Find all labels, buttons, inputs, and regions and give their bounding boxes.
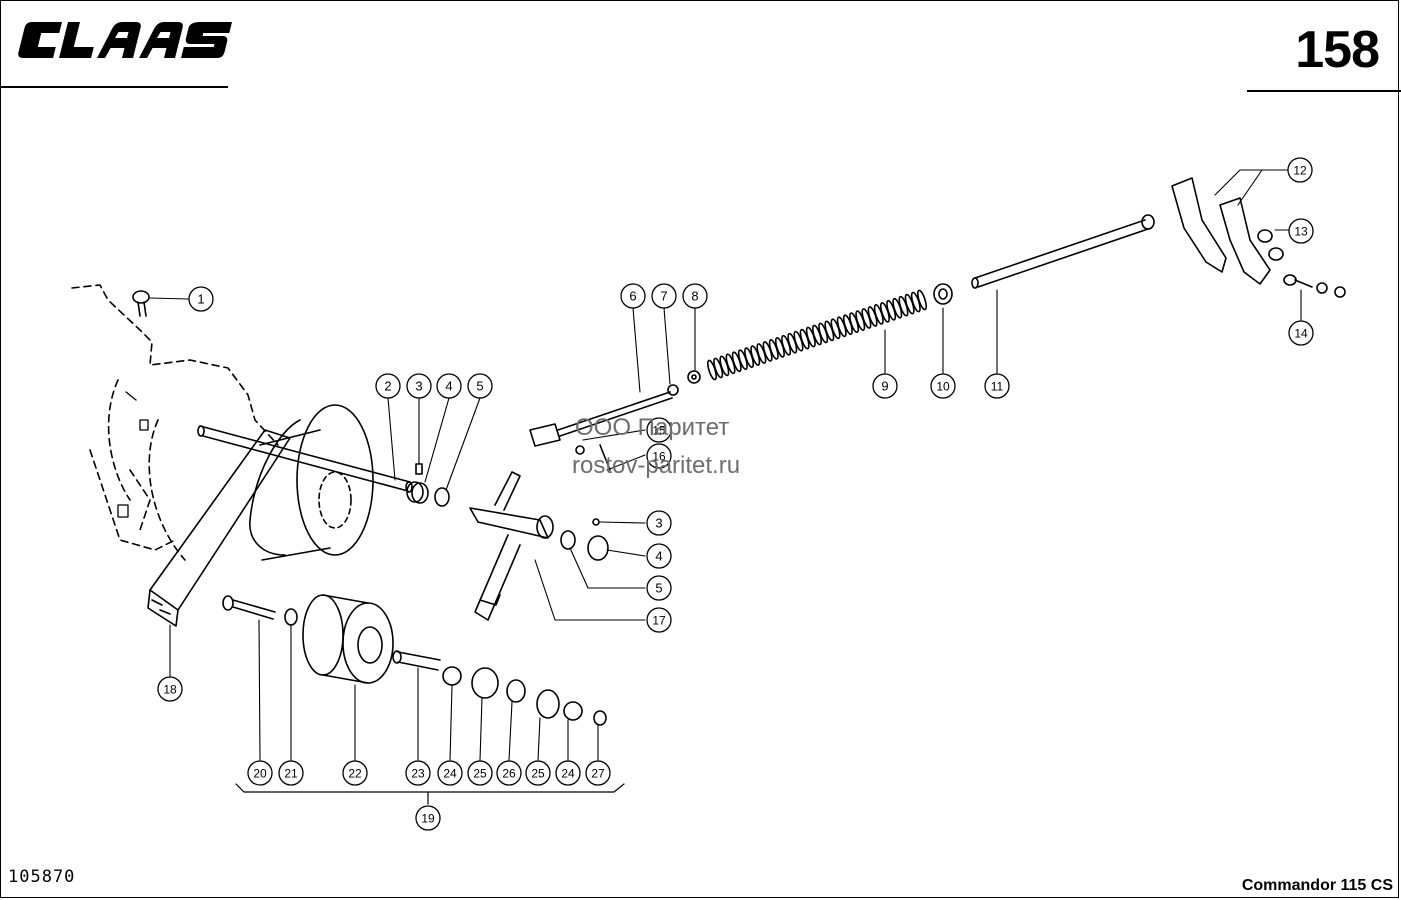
callout-3: 3 — [646, 510, 672, 536]
callout-15: 15 — [646, 417, 672, 443]
callout-24: 24 — [555, 760, 581, 786]
part-13-washers — [1257, 229, 1284, 261]
watermark-company: ООО Паритет — [575, 414, 730, 441]
callout-label: 9 — [881, 379, 888, 394]
callout-label: 3 — [655, 516, 662, 531]
group-bracket-19 — [235, 783, 625, 805]
callout-label: 4 — [655, 549, 662, 564]
part-11-rod — [971, 214, 1155, 289]
callout-5: 5 — [646, 575, 672, 601]
page-number: 158 — [1295, 21, 1380, 79]
callout-2: 2 — [375, 373, 401, 399]
callout-label: 20 — [253, 767, 267, 781]
part-14-bolt — [1283, 274, 1346, 298]
callout-label: 5 — [655, 581, 662, 596]
callout-7: 7 — [651, 283, 677, 309]
roller-small-parts — [442, 666, 607, 726]
callout-label: 10 — [936, 380, 950, 394]
callout-1: 1 — [188, 286, 214, 312]
callout-label: 24 — [443, 767, 457, 781]
watermark-website: rostov-paritet.ru — [572, 452, 741, 479]
callout-label: 22 — [348, 767, 362, 781]
callout-25: 25 — [467, 760, 493, 786]
callout-14: 14 — [1288, 320, 1314, 346]
model-name: Commandor 115 CS — [1241, 877, 1393, 894]
callout-9: 9 — [872, 373, 898, 399]
callout-label: 26 — [502, 767, 516, 781]
callout-label: 8 — [691, 289, 698, 304]
callout-3: 3 — [406, 373, 432, 399]
callout-12: 12 — [1287, 157, 1313, 183]
shaft-bushings — [406, 463, 450, 507]
part-23-axle — [392, 650, 441, 671]
callout-20: 20 — [247, 760, 273, 786]
callout-label: 14 — [1294, 327, 1308, 341]
callout-label: 15 — [652, 424, 666, 438]
callout-25: 25 — [525, 760, 551, 786]
part-22-roller — [302, 594, 394, 684]
part-17-lever — [469, 471, 554, 621]
callout-label: 11 — [991, 380, 1004, 394]
callout-6: 6 — [620, 283, 646, 309]
callout-label: 5 — [476, 379, 483, 394]
part-9-spring — [706, 289, 928, 381]
callout-label: 3 — [415, 379, 422, 394]
callout-label: 21 — [284, 767, 298, 781]
callout-26: 26 — [496, 760, 522, 786]
callout-label: 23 — [411, 767, 425, 781]
callout-label: 4 — [445, 379, 452, 394]
callout-label: 6 — [629, 289, 636, 304]
callout-label: 1 — [197, 292, 204, 307]
header-rule-right — [1247, 90, 1401, 92]
part-10-bush — [933, 283, 953, 305]
callout-label: 13 — [1294, 225, 1308, 239]
part-2-shaft — [197, 425, 413, 493]
callout-18: 18 — [157, 676, 183, 702]
callout-16: 16 — [646, 443, 672, 469]
callout-label: 19 — [421, 812, 435, 826]
drum-and-belt — [249, 404, 374, 561]
callout-4: 4 — [646, 543, 672, 569]
leader-lines — [149, 169, 1302, 761]
housing-marks — [117, 391, 149, 518]
part-20-bolt — [222, 595, 276, 620]
housing-outline — [71, 284, 279, 561]
callout-19: 19 — [415, 805, 441, 831]
callout-4: 4 — [436, 373, 462, 399]
callout-label: 16 — [652, 450, 666, 464]
callout-label: 24 — [561, 767, 575, 781]
callout-label: 2 — [384, 379, 391, 394]
part-21-washer — [284, 608, 298, 626]
callout-27: 27 — [585, 760, 611, 786]
callout-17: 17 — [646, 607, 672, 633]
part-12-brackets — [1171, 177, 1271, 285]
callout-5: 5 — [467, 373, 493, 399]
callout-13: 13 — [1288, 218, 1314, 244]
callout-label: 12 — [1293, 164, 1307, 178]
rod-washers — [667, 370, 701, 396]
callout-label: 17 — [652, 614, 666, 628]
callout-10: 10 — [930, 373, 956, 399]
part-6-rod — [529, 391, 673, 471]
callout-21: 21 — [278, 760, 304, 786]
callout-8: 8 — [682, 283, 708, 309]
callout-label: 7 — [660, 289, 667, 304]
header-rule-left — [0, 86, 228, 88]
callout-24: 24 — [437, 760, 463, 786]
part-18-belt — [147, 429, 291, 627]
callout-22: 22 — [342, 760, 368, 786]
part-1-bolt — [132, 290, 150, 317]
callout-23: 23 — [405, 760, 431, 786]
document-number: 105870 — [8, 867, 76, 887]
callout-11: 11 — [984, 373, 1010, 399]
callout-label: 25 — [531, 767, 545, 781]
callout-label: 18 — [163, 683, 177, 697]
claas-logo — [6, 14, 238, 71]
callout-label: 27 — [591, 767, 605, 781]
lever-bushings — [560, 518, 609, 561]
callout-label: 25 — [473, 767, 487, 781]
